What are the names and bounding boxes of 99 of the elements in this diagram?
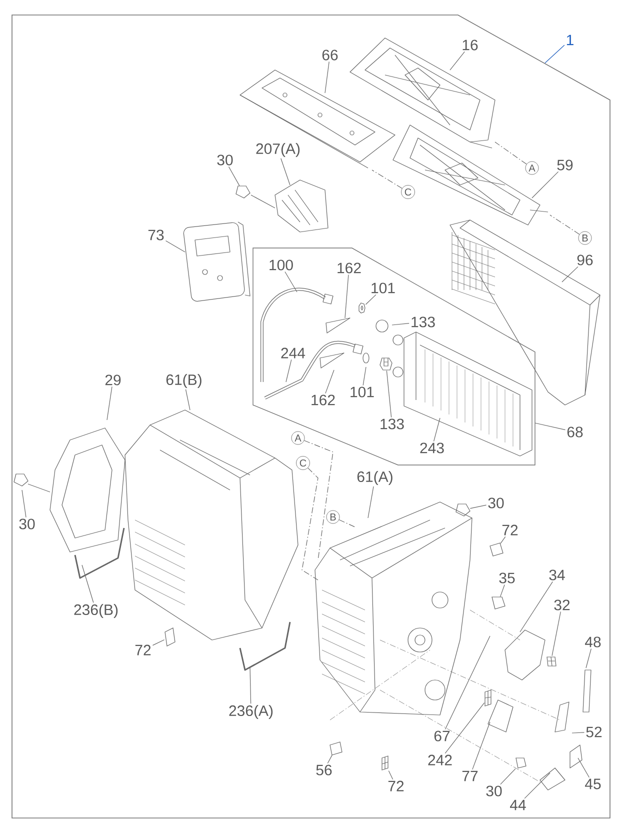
leader-line: [500, 584, 505, 598]
leader-line: [470, 504, 487, 509]
leader-line: [386, 370, 392, 418]
callout-number: 96: [577, 254, 593, 266]
leader-line: [327, 754, 332, 764]
leader-line: [365, 294, 376, 305]
callout-number: 133: [412, 316, 435, 328]
callout-number: 243: [420, 442, 444, 454]
leader-line: [228, 166, 240, 186]
callout-number: 45: [585, 778, 601, 790]
callout-number: 56: [316, 764, 332, 776]
leader-line: [250, 666, 252, 704]
leader-line: [433, 418, 440, 442]
callout-number: 34: [549, 570, 565, 580]
callout-number: 207(A): [256, 143, 300, 157]
leader-line: [562, 266, 578, 282]
callout-number: 100: [270, 260, 293, 270]
callout-number: 52: [586, 726, 602, 738]
leader-line: [444, 636, 490, 730]
leader-line: [544, 44, 565, 64]
clip: [164, 628, 176, 646]
callout-number: 61(A): [357, 471, 392, 485]
leader-line: [368, 486, 374, 518]
callout-number: 236(A): [229, 705, 273, 719]
leader-line: [372, 170, 402, 189]
callout-number: 72: [135, 644, 151, 656]
callout-number: 162: [312, 394, 335, 406]
bolt: [546, 656, 556, 666]
leader-line: [550, 214, 580, 235]
callout-number: 101: [350, 386, 374, 398]
clip: [490, 542, 504, 556]
callout-number: 162: [338, 262, 361, 274]
screw: [236, 186, 250, 198]
screw: [456, 504, 470, 516]
clip: [382, 756, 388, 770]
callout-number: 44: [510, 800, 526, 810]
callout-number: 236(B): [74, 604, 118, 618]
leader-line: [572, 732, 585, 734]
callout-number: 68: [567, 426, 583, 438]
callout-number: 66: [322, 50, 338, 60]
subassembly-frame: [252, 248, 536, 466]
leader-line: [578, 758, 590, 778]
callout-number: 72: [388, 780, 404, 792]
leader-line: [302, 468, 318, 580]
callout-number: 1: [566, 34, 574, 46]
leader-line: [524, 772, 550, 799]
callout-number: 30: [488, 498, 504, 508]
callout-number: 30: [217, 154, 233, 166]
callout-number: 30: [19, 518, 35, 530]
callout-number: 29: [105, 374, 121, 386]
leader-line: [82, 564, 94, 603]
leader-line: [450, 51, 465, 70]
leader-line: [534, 422, 566, 430]
callout-number: 48: [585, 636, 601, 648]
leader-line: [185, 389, 190, 410]
callout-number: 101: [372, 282, 395, 294]
callout-number: 244: [281, 348, 306, 358]
leader-line: [388, 770, 394, 780]
o-ring: [358, 302, 366, 314]
leader-line: [500, 768, 516, 785]
leader-line: [444, 702, 485, 754]
clip: [330, 742, 342, 756]
leader-line: [286, 359, 292, 382]
leader-line: [362, 366, 366, 386]
leader-line: [325, 370, 334, 394]
leader-line: [165, 240, 186, 252]
callout-number: 67: [434, 730, 450, 742]
leader-line: [586, 648, 592, 668]
leader-line: [338, 519, 356, 528]
callout-number: 77: [462, 770, 478, 782]
leader-line: [392, 323, 410, 326]
leader-line: [152, 639, 165, 646]
leader-line: [106, 386, 112, 420]
callout-number: 35: [499, 572, 515, 584]
callout-number: 16: [462, 40, 478, 50]
leader-line: [494, 142, 527, 164]
callout-number: 30: [486, 786, 502, 796]
leader-line: [304, 440, 334, 560]
callout-number: 59: [557, 160, 573, 170]
seal: [484, 690, 492, 706]
leader-line: [552, 611, 561, 656]
leader-line: [520, 581, 553, 632]
leader-line: [344, 274, 349, 318]
leader-line: [324, 61, 330, 94]
leader-line: [284, 271, 298, 292]
callout-number: 72: [502, 524, 518, 536]
leader-line: [472, 722, 490, 770]
callout-number: 242: [428, 754, 452, 766]
callout-number: 133: [380, 418, 404, 430]
callout-number: 61(B): [166, 374, 202, 388]
leader-line: [280, 158, 290, 186]
leader-line: [532, 171, 559, 198]
leader-line: [500, 536, 506, 544]
callout-number: 32: [554, 600, 570, 610]
leader-line: [22, 490, 26, 518]
callout-number: 73: [148, 230, 164, 240]
screw: [516, 758, 526, 768]
grommet: [492, 596, 506, 610]
hose-clamp: [380, 358, 392, 370]
